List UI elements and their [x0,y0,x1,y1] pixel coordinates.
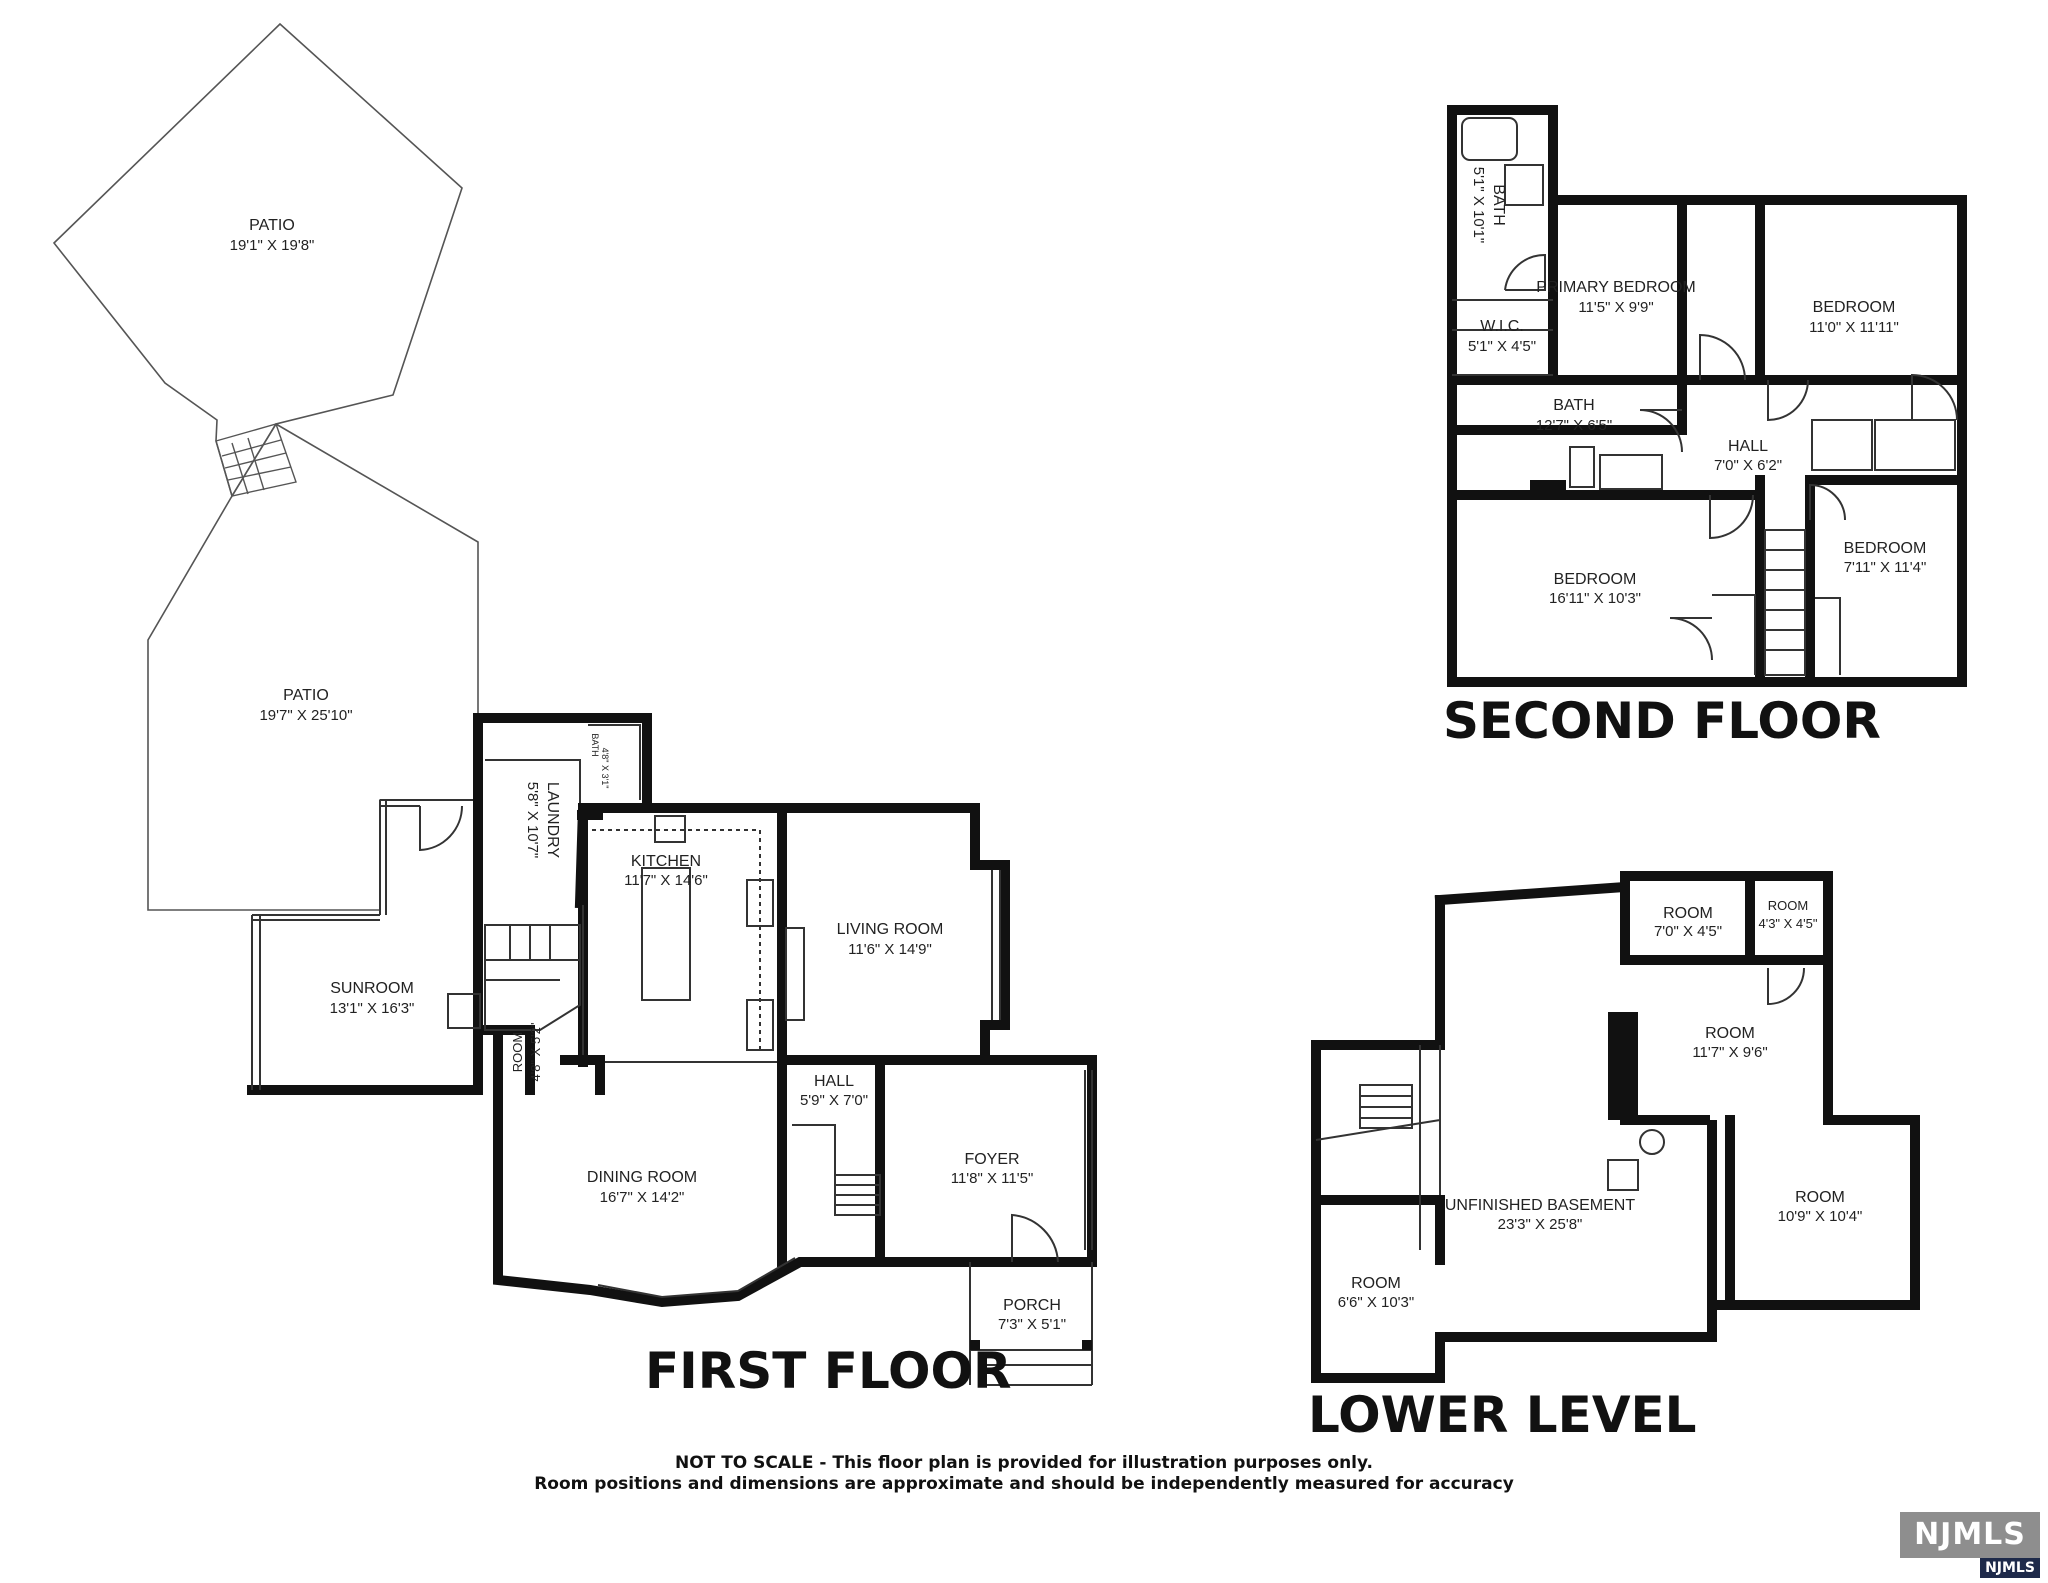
foyer-name: FOYER [964,1151,1019,1168]
laundry-name: LAUNDRY [544,782,561,859]
bath-small-name: BATH [590,733,600,756]
room-small-name: ROOM [510,1032,525,1072]
basement-dim: 23'3" X 25'8" [1498,1216,1583,1233]
living-name: LIVING ROOM [837,921,944,938]
ll-room-a-dim: 7'0" X 4'5" [1654,923,1722,940]
basement-name: UNFINISHED BASEMENT [1445,1197,1635,1214]
njmls-logo: NJMLS NJMLS [1900,1512,2040,1578]
sunroom-name: SUNROOM [330,980,414,997]
second-floor-title: SECOND FLOOR [1443,692,1881,750]
fireplace [785,927,805,1021]
double-vanity [1599,454,1663,490]
porch-name: PORCH [1003,1297,1061,1314]
disclaimer-line-2: Room positions and dimensions are approx… [534,1474,1514,1494]
ll-room-a-name: ROOM [1663,905,1713,922]
linen-closet [1874,419,1956,471]
bedroom-se-name: BEDROOM [1844,540,1927,557]
lower-level-plan [1311,871,1920,1383]
ll-room-d-name: ROOM [1795,1189,1845,1206]
porch-outline [969,1262,1093,1386]
bedroom-sw-name: BEDROOM [1554,571,1637,588]
hall-second-dim: 7'0" X 6'2" [1714,457,1782,474]
hall-second-name: HALL [1728,438,1768,455]
room-labels: PATIO 19'1" X 19'8" PATIO 19'7" X 25'10"… [230,167,1927,1333]
bath-toilet [1504,164,1544,206]
room-small-dim: 4'8" X 5'2" [528,1022,543,1081]
ll-room-e-dim: 6'6" X 10'3" [1338,1294,1414,1311]
laundry-dim: 5'8" X 10'7" [524,782,541,858]
lower-level-stairs [1359,1084,1413,1129]
patio-upper-name: PATIO [249,217,295,234]
ll-room-c-name: ROOM [1705,1025,1755,1042]
bedroom-se-dim: 7'11" X 11'4" [1844,559,1927,576]
first-floor-stairs [484,924,581,1031]
utility-meter [1639,1129,1665,1155]
ll-room-c-dim: 11'7" X 9'6" [1692,1044,1767,1061]
patio-area [52,22,479,911]
lower-level-title: LOWER LEVEL [1308,1386,1697,1444]
njmls-logo-sub: NJMLS [1980,1558,2040,1578]
sunroom-fixture [447,993,481,1029]
bath-upper-dim: 5'1" X 10'1" [1470,167,1487,243]
wic-name: W.I.C. [1480,318,1524,335]
dining-dim: 16'7" X 14'2" [600,1189,685,1206]
kitchen-island [641,867,691,1001]
sunroom-dim: 13'1" X 16'3" [330,1000,415,1017]
ll-room-e-name: ROOM [1351,1275,1401,1292]
bath-main-dim: 12'7" X 6'5" [1536,417,1612,434]
hall-first-dim: 5'9" X 7'0" [800,1092,868,1109]
ll-room-b-name: ROOM [1768,898,1808,913]
patio-lower-outline [147,422,479,911]
bedroom-ne-name: BEDROOM [1813,299,1896,316]
primary-bedroom-dim: 11'5" X 9'9" [1578,299,1653,316]
wic-dim: 5'1" X 4'5" [1468,338,1536,355]
second-floor-plan [1447,105,1967,687]
primary-bedroom-name: PRIMARY BEDROOM [1536,279,1695,296]
patio-lower-name: PATIO [283,687,329,704]
living-dim: 11'6" X 14'9" [848,941,932,958]
bedroom-ne-dim: 11'0" X 11'11" [1809,319,1899,336]
bathtub [1461,117,1518,161]
ll-room-b-dim: 4'3" X 4'5" [1758,916,1817,931]
support-column [1608,1012,1638,1120]
kitchen-name: KITCHEN [631,853,701,870]
first-floor-plan [247,713,1097,1386]
patio-lower-dim: 19'7" X 25'10" [259,707,352,724]
hall-first-name: HALL [814,1073,854,1090]
patio-upper-outline [52,22,463,498]
utility-box [1607,1159,1639,1191]
second-floor-stairs [1712,529,1806,676]
bath-main-name: BATH [1553,397,1594,414]
porch-dim: 7'3" X 5'1" [998,1316,1066,1333]
front-door-swing [1011,1213,1059,1263]
patio-steps [215,423,297,497]
first-floor-title: FIRST FLOOR [645,1342,1012,1400]
ll-room-d-dim: 10'9" X 10'4" [1778,1208,1863,1225]
bath-upper-name: BATH [1490,184,1507,225]
foyer-dim: 11'8" X 11'5" [951,1170,1034,1187]
bedroom-sw-dim: 16'11" X 10'3" [1549,590,1641,607]
bath-small-dim: 4'8" X 3'1" [600,748,610,789]
disclaimer-line-1: NOT TO SCALE - This floor plan is provid… [675,1453,1373,1473]
njmls-logo-main: NJMLS [1900,1512,2040,1558]
foyer-stairs [792,1124,881,1216]
hall-closet [1811,419,1873,471]
dining-name: DINING ROOM [587,1169,697,1186]
patio-upper-dim: 19'1" X 19'8" [230,237,315,254]
main-bath-toilet [1569,446,1595,488]
kitchen-dim: 11'7" X 14'6" [624,872,708,889]
kitchen-sink [654,815,686,843]
